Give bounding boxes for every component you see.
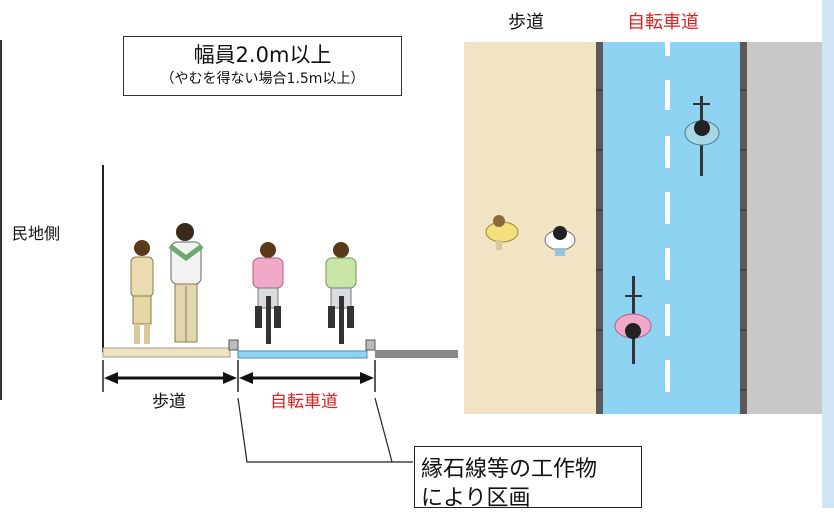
right-edge-panel [822,0,834,508]
plan-roadway [747,42,822,414]
width-requirement-box: 幅員2.0m以上 （やむを得ない場合1.5m以上） [123,36,402,96]
separation-note-line2: により区画 [421,486,531,511]
cyclist-green-icon [325,242,357,344]
curb-right [365,339,376,351]
separation-note-box: 縁石線等の工作物 により区画 [414,446,642,511]
plan-curb-left [596,42,603,414]
plan-cyclist-blue-icon [684,96,720,176]
callout-line-left [237,397,413,463]
width-requirement-title: 幅員2.0m以上 [193,43,332,67]
center-dashed-line [665,42,670,392]
private-land-side-label: 民地側 [12,224,61,243]
section-cycle-slab [237,350,368,359]
callout-line-right [374,397,393,463]
separation-note-line1: 縁石線等の工作物 [421,457,598,482]
curb-left [228,339,239,351]
plan-sidewalk-label: 歩道 [508,12,544,33]
section-sidewalk-slab [102,347,231,358]
plan-cycle-label: 自転車道 [627,12,699,33]
cyclist-pink-icon [252,242,284,344]
section-sidewalk-label: 歩道 [152,392,186,412]
dimension-sidewalk-arrow [104,372,237,384]
section-cycle-label: 自転車道 [270,392,338,412]
plan-cycle-lane [603,42,740,414]
plan-cyclist-pink-icon [614,276,652,364]
plan-curb-right [740,42,747,414]
section-roadway-slab [375,350,458,358]
plan-pedestrian-white-icon [544,226,576,256]
pedestrian-man-icon [168,223,204,343]
pedestrian-woman-icon [130,240,154,344]
plan-sidewalk [464,42,596,414]
dimension-cycle-arrow [239,372,374,384]
plan-pedestrian-yellow-icon [485,215,519,250]
width-requirement-note: （やむを得ない場合1.5m以上） [160,71,365,87]
